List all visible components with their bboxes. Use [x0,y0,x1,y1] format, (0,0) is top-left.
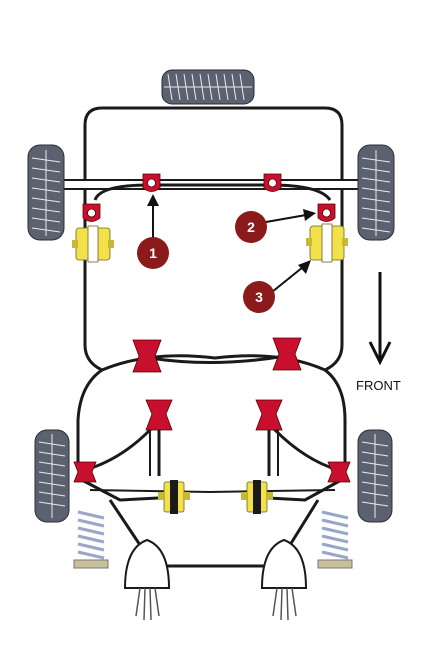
shock-tower-right [260,538,308,621]
callout-1-number: 1 [149,245,157,261]
front-right-wheel [357,429,393,523]
rear-axle [57,179,369,201]
shock-tower-left [123,538,171,621]
chassis-frame [83,106,344,372]
front-mount-right [241,480,273,514]
front-bush-left [73,461,97,483]
callout-2: 2 [235,209,316,243]
front-left-wheel [34,429,70,523]
rear-left-wheel [27,144,65,241]
rear-bush-center-right [263,173,282,192]
lower-arms [108,499,320,546]
crossmember-bush-left [132,339,162,373]
rear-bush-outer-left [82,203,101,222]
front-strut-left [145,399,173,476]
coil-spring-left [73,510,109,569]
front-mount-left [158,480,190,514]
front-bush-right [327,461,351,483]
crossmember-bush-right [272,337,302,371]
front-label: FRONT [356,378,401,393]
coil-spring-right [317,510,353,569]
spare-tire [161,69,255,105]
rear-right-wheel [357,144,395,241]
rear-bush-outer-right [317,203,336,222]
front-direction-arrow [368,272,392,366]
callout-3: 3 [243,260,311,313]
callout-2-number: 2 [247,219,255,235]
rear-bush-center-left [142,173,161,192]
rear-mount-left [72,225,114,263]
callout-3-number: 3 [255,289,263,305]
rear-mount-right [306,223,348,263]
front-strut-right [255,399,283,476]
callout-1: 1 [137,194,169,269]
front-frame [76,368,347,502]
